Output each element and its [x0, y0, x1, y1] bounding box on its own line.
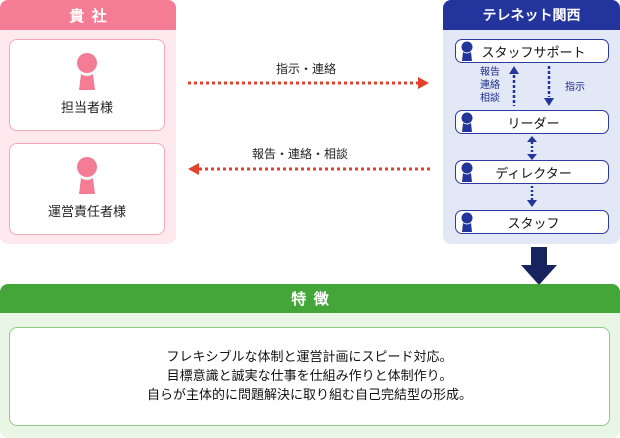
left-arrow-icon: [188, 163, 430, 175]
telenet-panel: テレネット関西 スタッフサポート 報告 連絡 相談 指示 リーダー デ: [443, 0, 620, 244]
person-icon: [461, 212, 473, 232]
report-line: 相談: [480, 93, 500, 104]
role-director: ディレクター: [455, 160, 609, 184]
report-line: 報告: [480, 67, 500, 78]
flow-top-label: 指示・連絡: [276, 62, 337, 76]
person-icon: [461, 41, 473, 61]
person-icon: [461, 112, 473, 132]
updown-arrow-icon: [527, 136, 537, 160]
big-down-arrow-icon: [521, 247, 557, 285]
person-icon: [77, 157, 97, 194]
person-card-manager: 運営責任者様: [9, 143, 165, 235]
up-arrow-icon: [509, 66, 519, 106]
features-box: フレキシブルな体制と運営計画にスピード対応。 目標意識と誠実な仕事を仕組み作りと…: [9, 327, 610, 426]
feature-line: 自らが主体的に問題解決に取り組む自己完結型の形成。: [146, 388, 472, 403]
card-label: 担当者様: [60, 101, 113, 116]
flow-bottom-label: 報告・連絡・相談: [252, 147, 349, 161]
feature-line: 目標意識と誠実な仕事を仕組み作りと体制作り。: [166, 369, 453, 384]
instruct-label: 指示: [565, 82, 585, 93]
telenet-header: テレネット関西: [443, 0, 620, 30]
person-icon: [77, 53, 97, 90]
features-header: 特徴: [0, 284, 620, 313]
down-arrow-icon: [527, 186, 537, 207]
role-staff-support: スタッフサポート: [455, 39, 609, 63]
features-panel: 特徴 フレキシブルな体制と運営計画にスピード対応。 目標意識と誠実な仕事を仕組み…: [0, 284, 620, 438]
person-icon: [461, 162, 473, 182]
report-line: 連絡: [480, 80, 500, 91]
feature-line: フレキシブルな体制と運営計画にスピード対応。: [166, 350, 453, 365]
role-label: スタッフ: [507, 216, 560, 232]
role-leader: リーダー: [455, 110, 609, 134]
role-label: スタッフサポート: [481, 45, 586, 61]
card-label: 運営責任者様: [47, 205, 126, 220]
role-label: リーダー: [507, 116, 560, 132]
role-staff: スタッフ: [455, 210, 609, 234]
right-arrow-icon: [188, 77, 429, 89]
role-label: ディレクター: [495, 166, 572, 182]
client-panel: 貴社 担当者様 運営責任者様: [0, 0, 176, 244]
person-card-tanto: 担当者様: [9, 39, 165, 131]
down-arrow-icon: [544, 66, 554, 106]
client-header: 貴社: [0, 0, 176, 30]
